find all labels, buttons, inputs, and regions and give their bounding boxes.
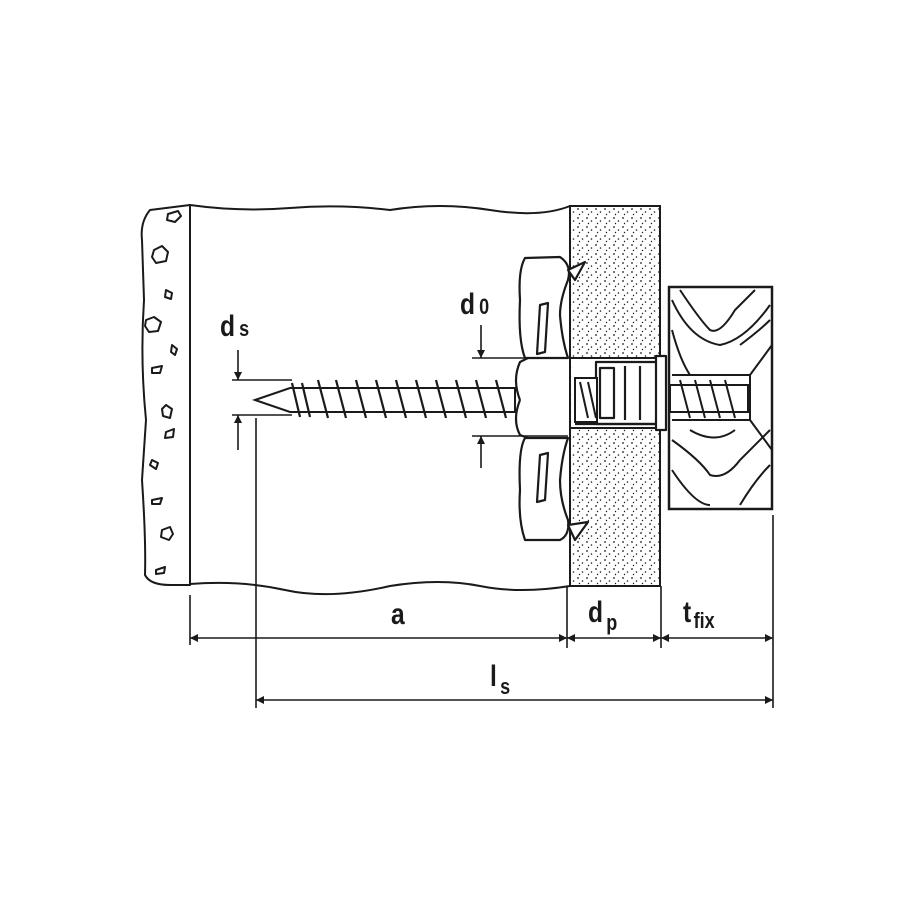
- label-ls-main: l: [490, 660, 497, 693]
- label-ds-sub: s: [239, 316, 250, 341]
- screw: [251, 377, 749, 423]
- anchor: [514, 255, 668, 542]
- label-dp-main: d: [588, 596, 604, 629]
- label-ls-sub: s: [500, 674, 511, 699]
- label-tfix-sub: fix: [693, 608, 715, 633]
- label-tfix-main: t: [683, 596, 692, 629]
- cavity-bottom-edge: [189, 581, 571, 596]
- label-dp-sub: p: [606, 610, 618, 635]
- label-a-main: a: [391, 598, 405, 631]
- cavity-top-edge: [189, 204, 571, 215]
- label-a: a: [391, 600, 405, 630]
- label-d0-sub: 0: [479, 294, 490, 319]
- label-d0-main: d: [460, 288, 476, 321]
- label-ds-main: d: [220, 310, 236, 343]
- wall-outline: [140, 204, 191, 586]
